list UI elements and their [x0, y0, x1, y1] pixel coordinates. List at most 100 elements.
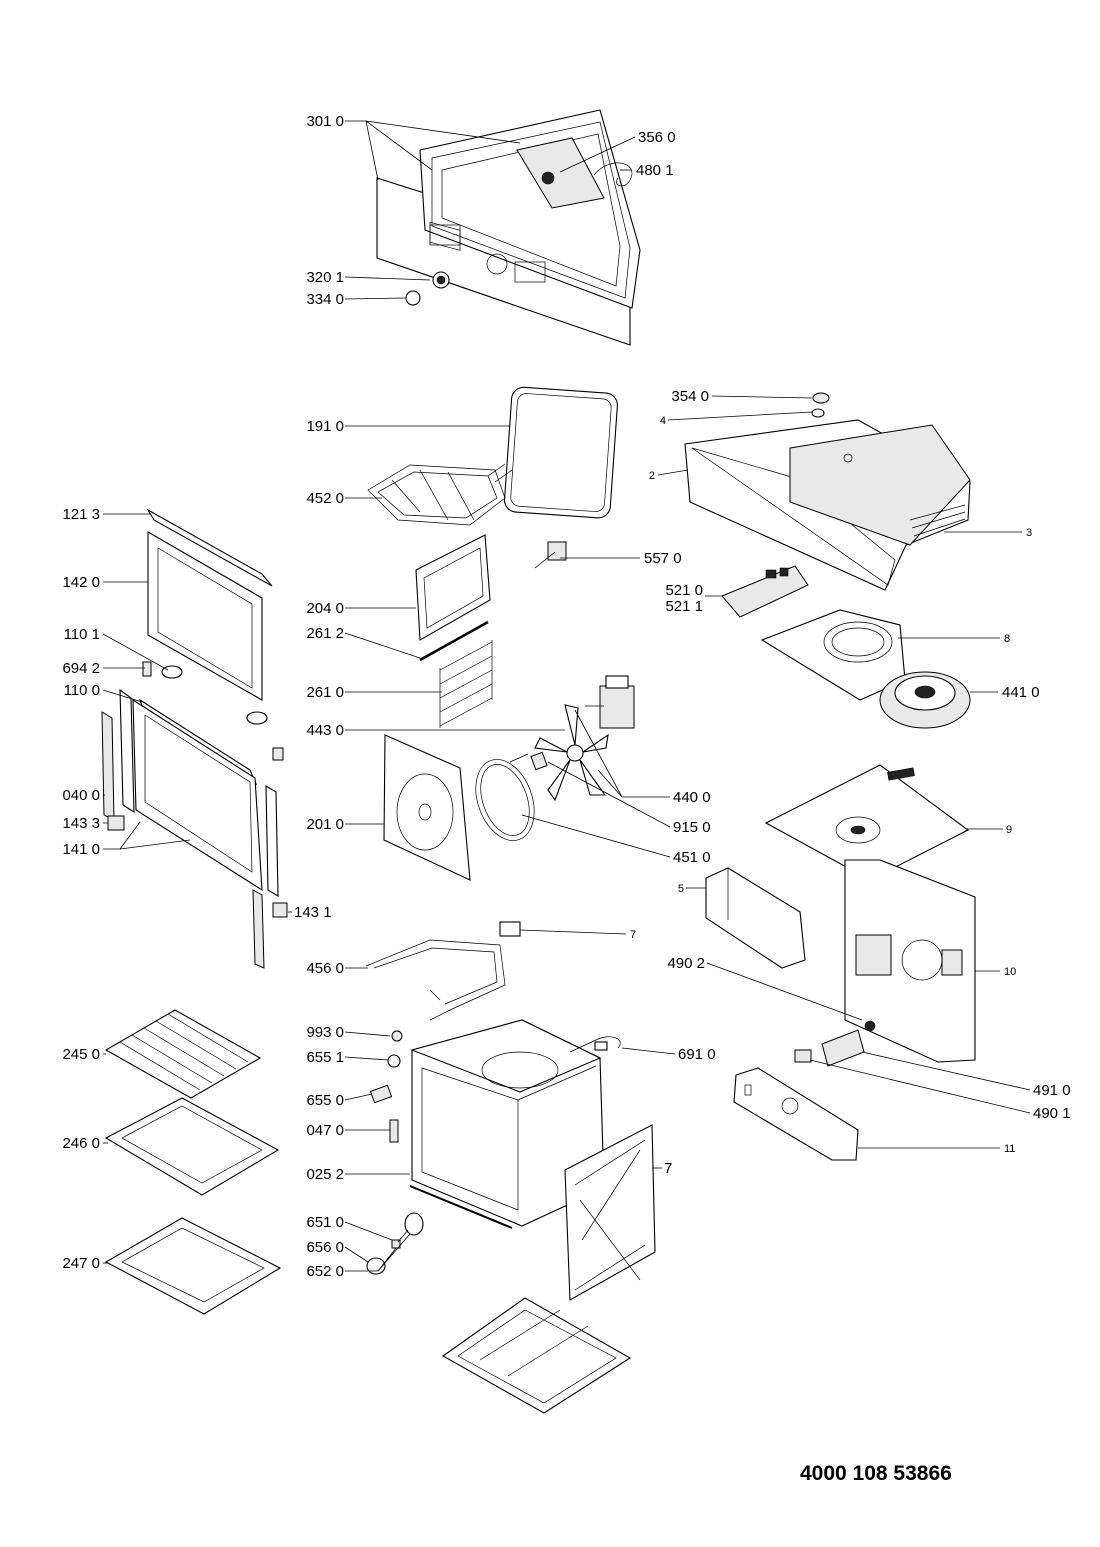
label-451-0: 451 0	[673, 849, 711, 866]
label-491-0: 491 0	[1033, 1082, 1071, 1099]
label-521-1: 521 1	[665, 598, 703, 615]
label-443-0: 443 0	[306, 722, 344, 739]
label-201-0: 201 0	[306, 816, 344, 833]
label-143-1: 143 1	[294, 904, 332, 921]
label-452-0: 452 0	[306, 490, 344, 507]
grill-heating-element	[367, 463, 513, 526]
oven-side-panel	[564, 1124, 656, 1301]
label-655-1: 655 1	[306, 1049, 344, 1066]
fan-housing-plate	[760, 609, 906, 701]
temperature-probe	[569, 1036, 621, 1053]
label-110-1: 110 1	[64, 626, 100, 643]
door-side-profile-right	[252, 785, 279, 969]
lamp-holder	[391, 1030, 403, 1042]
control-panel-bracket	[733, 1067, 859, 1161]
selector-knob-assembly	[405, 271, 450, 306]
label-5: 5	[678, 883, 684, 895]
label-110-0: 110 0	[64, 682, 100, 699]
door-hinge	[107, 815, 288, 918]
label-7-lower: 7	[664, 1160, 672, 1177]
part-labels: 301 0 356 0 480 1 320 1 334 0 354 0 4 19…	[62, 113, 1070, 1280]
door-inner-frame	[132, 698, 263, 892]
label-354-0: 354 0	[671, 388, 709, 405]
label-301-0: 301 0	[306, 113, 344, 130]
label-245-0: 245 0	[62, 1046, 100, 1063]
label-8: 8	[1004, 633, 1010, 645]
oven-bottom-panel	[441, 1297, 632, 1414]
control-knob-parts	[366, 1212, 424, 1275]
door-switch	[369, 1084, 393, 1104]
label-320-1: 320 1	[306, 269, 344, 286]
label-2: 2	[649, 470, 655, 482]
label-10: 10	[1004, 966, 1016, 978]
bottom-heating-element	[365, 921, 521, 1021]
oven-rear-panel	[383, 734, 471, 881]
convection-fan-blade	[534, 704, 609, 802]
shelf-guide-frame	[415, 534, 491, 641]
circular-heating-element	[475, 753, 535, 841]
label-121-3: 121 3	[62, 506, 100, 523]
oven-gasket	[503, 386, 618, 519]
cooling-fan-motor	[879, 671, 971, 729]
door-top-profile	[146, 508, 273, 587]
baking-tray	[104, 1097, 280, 1196]
leader-lines	[102, 120, 1031, 1272]
label-480-1: 480 1	[636, 162, 674, 179]
door-side-profile-left	[101, 688, 135, 821]
label-652-0: 652 0	[306, 1263, 344, 1280]
cavity-front-trim	[409, 1185, 513, 1229]
label-141-0: 141 0	[62, 841, 100, 858]
label-142-0: 142 0	[62, 574, 100, 591]
oven-cavity	[410, 1019, 605, 1227]
control-panel-assembly	[376, 109, 641, 346]
label-191-0: 191 0	[306, 418, 344, 435]
thermostat	[534, 541, 567, 569]
door-outer-glass	[147, 531, 263, 701]
door-clip	[142, 661, 284, 761]
label-3: 3	[1026, 527, 1032, 539]
label-655-0: 655 0	[306, 1092, 344, 1109]
label-7-upper: 7	[630, 929, 636, 941]
label-656-0: 656 0	[306, 1239, 344, 1256]
side-bracket	[705, 867, 806, 969]
document-number: 4000 108 53866	[800, 1462, 952, 1485]
label-261-0: 261 0	[306, 684, 344, 701]
deep-baking-tray	[104, 1217, 282, 1315]
fan-nut	[530, 751, 548, 771]
label-694-2: 694 2	[62, 660, 100, 677]
knob-spindle	[864, 1020, 876, 1032]
label-356-0: 356 0	[638, 129, 676, 146]
label-143-3: 143 3	[62, 815, 100, 832]
label-521-0: 521 0	[665, 582, 703, 599]
electronic-control-board	[721, 565, 809, 618]
label-025-2: 025 2	[306, 1166, 344, 1183]
shelf-rail-top	[419, 620, 489, 662]
label-261-2: 261 2	[306, 625, 344, 642]
label-993-0: 993 0	[306, 1024, 344, 1041]
oven-lamp	[387, 1054, 401, 1068]
label-334-0: 334 0	[306, 291, 344, 308]
door-latch	[389, 1119, 399, 1143]
label-915-0: 915 0	[673, 819, 711, 836]
label-11: 11	[1004, 1143, 1015, 1155]
label-247-0: 247 0	[62, 1255, 100, 1272]
label-557-0: 557 0	[644, 550, 682, 567]
shelf-rails	[439, 640, 493, 728]
label-4: 4	[660, 415, 666, 427]
label-9: 9	[1006, 824, 1012, 836]
label-441-0: 441 0	[1002, 684, 1040, 701]
wire-shelf	[104, 1009, 262, 1099]
upper-housing	[684, 419, 971, 591]
grommet-pair	[811, 392, 830, 418]
label-490-1: 490 1	[1033, 1105, 1071, 1122]
label-204-0: 204 0	[306, 600, 344, 617]
cooling-fan-base-plate	[764, 764, 970, 881]
label-490-2: 490 2	[667, 955, 705, 972]
terminal-block	[821, 1029, 865, 1067]
label-651-0: 651 0	[306, 1214, 344, 1231]
label-047-0: 047 0	[306, 1122, 344, 1139]
label-040-0: 040 0	[62, 787, 100, 804]
convection-fan-motor	[585, 675, 635, 729]
label-691-0: 691 0	[678, 1046, 716, 1063]
selector-switch	[794, 1049, 812, 1063]
